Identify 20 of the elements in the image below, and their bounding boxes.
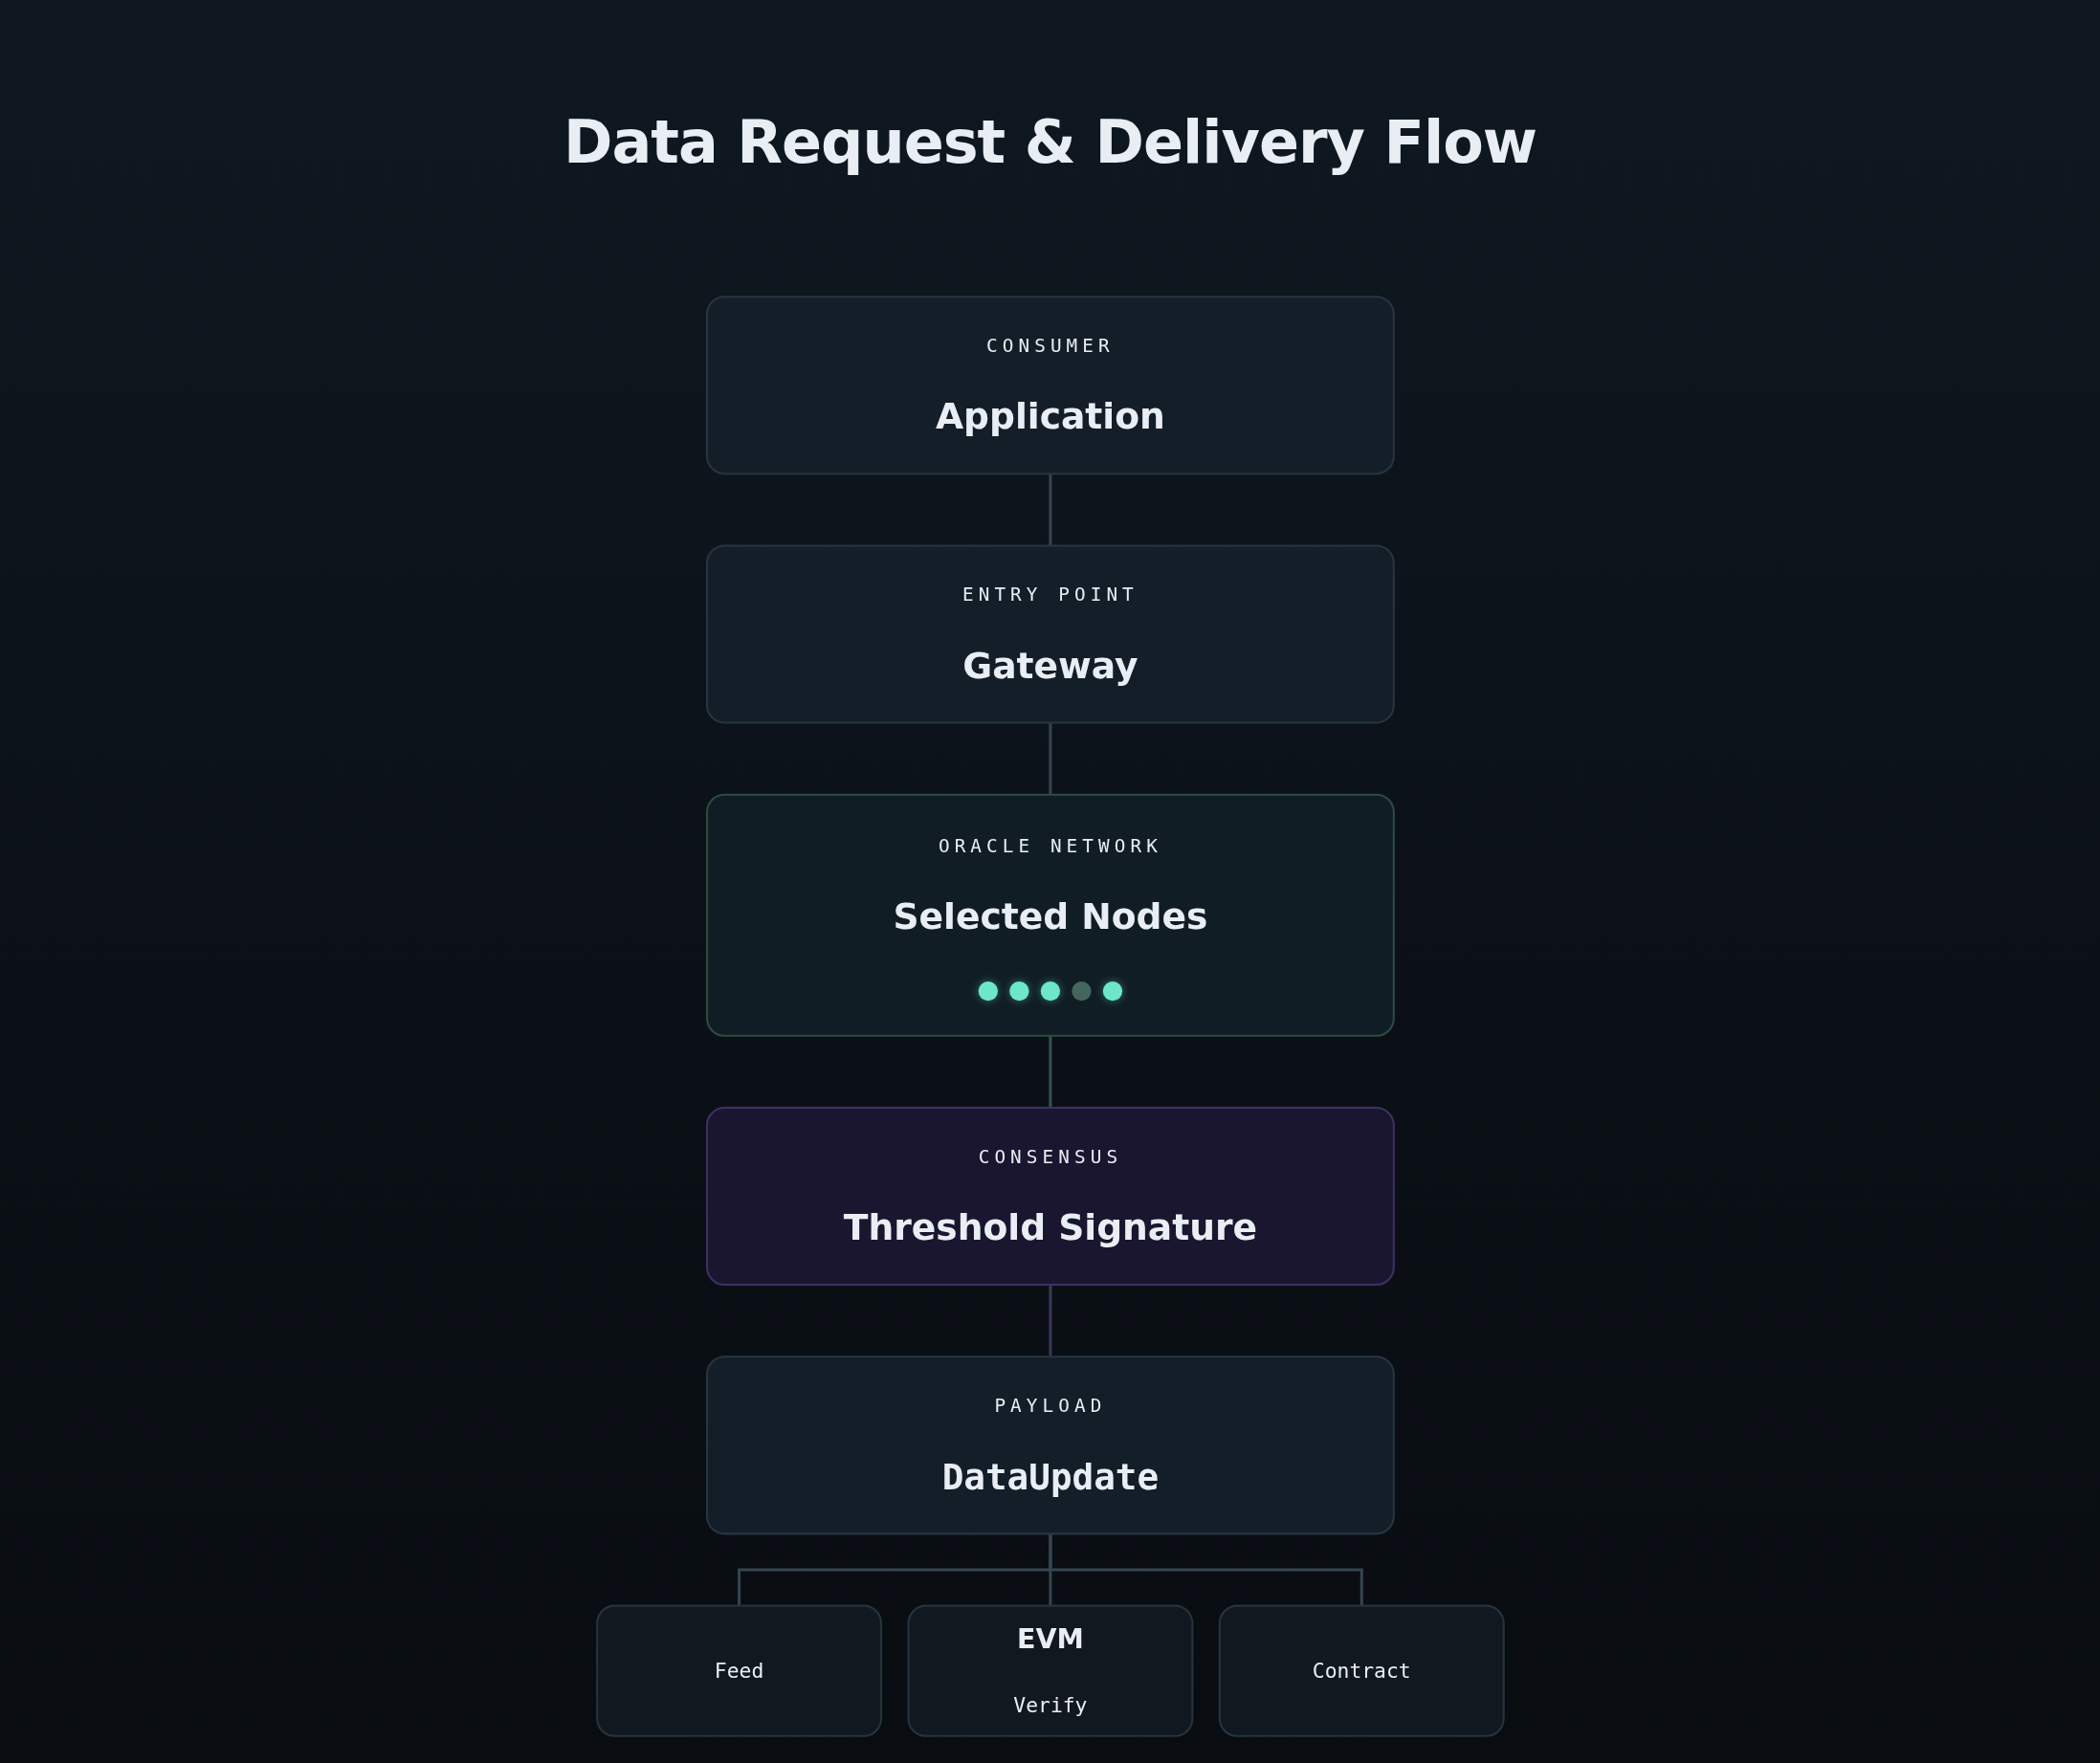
connector-line bbox=[1048, 722, 1051, 795]
category-label: PAYLOAD bbox=[994, 1394, 1106, 1419]
node-title: Selected Nodes bbox=[893, 894, 1207, 940]
category-label: CONSUMER bbox=[985, 333, 1115, 359]
category-label: ENTRY POINT bbox=[962, 583, 1138, 607]
connector-line bbox=[1048, 1035, 1051, 1109]
title: Data Request & Delivery Flow bbox=[563, 107, 1536, 177]
node-subtitle: Contract bbox=[1312, 1658, 1411, 1685]
category-label: ORACLE NETWORK bbox=[938, 833, 1162, 858]
node-title: Gateway bbox=[962, 644, 1138, 689]
node-title: Threshold Signature bbox=[843, 1205, 1257, 1251]
node-subtitle: Feed bbox=[714, 1658, 763, 1685]
category-label: CONSENSUS bbox=[978, 1144, 1122, 1170]
node-title: EVM bbox=[1016, 1621, 1084, 1658]
connector-line bbox=[1048, 1533, 1363, 1606]
connector-line bbox=[1048, 474, 1051, 546]
node-subtitle: Verify bbox=[1012, 1693, 1088, 1720]
node-title: DataUpdate bbox=[941, 1455, 1159, 1500]
connector-line bbox=[1048, 1285, 1051, 1357]
node-title: Application bbox=[935, 394, 1165, 440]
